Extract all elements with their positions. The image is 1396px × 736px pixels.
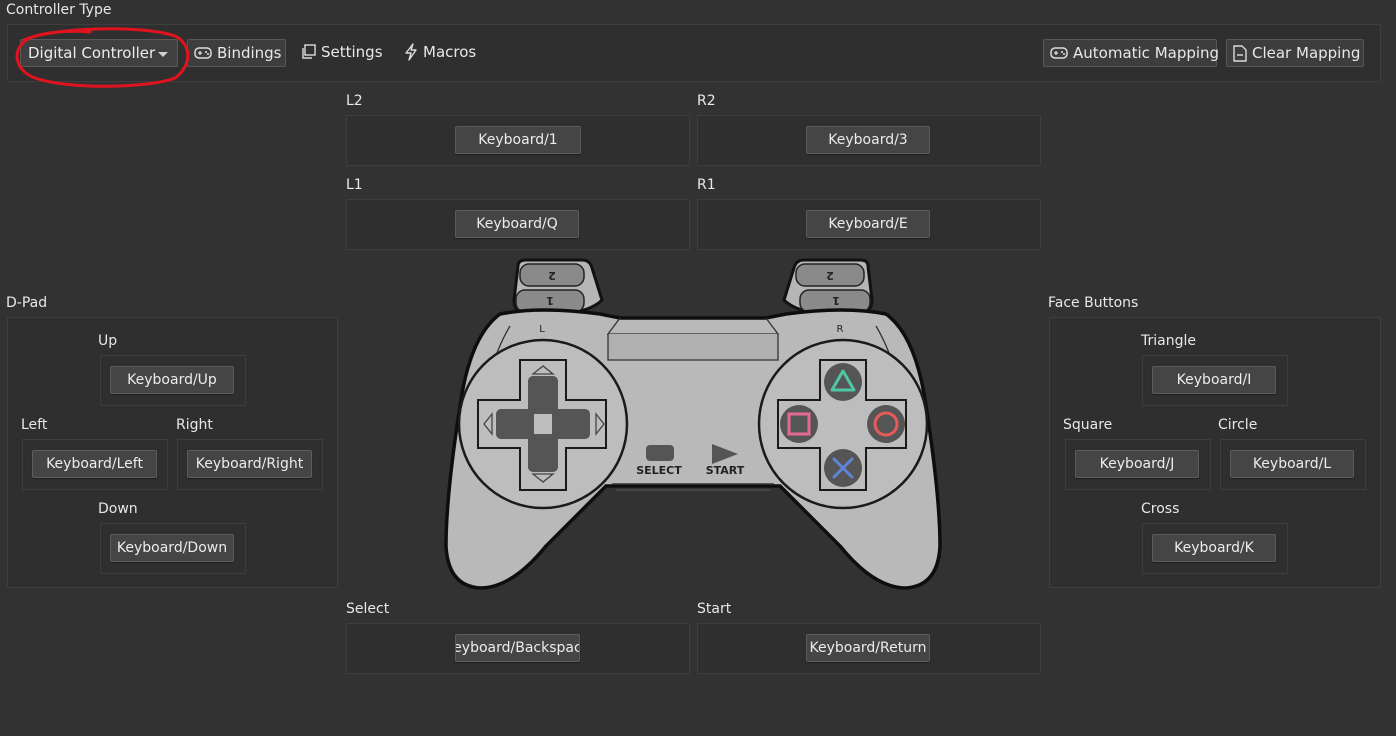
dpad-left-label: Left (21, 417, 48, 433)
dpad-up-button[interactable]: Keyboard/Up (110, 366, 234, 394)
automatic-mapping-label: Automatic Mapping (1073, 44, 1220, 62)
chevron-down-icon (158, 52, 168, 57)
select-binding-button[interactable]: Keyboard/Backspace (455, 634, 580, 662)
r1-trigger-text: 1 (832, 294, 840, 307)
macros-label: Macros (423, 43, 477, 61)
l-body-text: L (539, 324, 545, 335)
r2-label: R2 (697, 93, 716, 109)
annotation-circle (15, 27, 190, 88)
clear-mapping-label: Clear Mapping (1252, 44, 1361, 62)
lightning-icon (404, 43, 418, 61)
select-graphic (646, 445, 674, 461)
gamepad-icon (194, 46, 212, 60)
l1-binding-button[interactable]: Keyboard/Q (455, 210, 579, 238)
dpad-graphic (477, 359, 607, 491)
circle-label: Circle (1218, 417, 1258, 433)
controller-image: 2 1 2 1 L R SEL (444, 258, 942, 590)
start-binding-button[interactable]: Keyboard/Return (806, 634, 930, 662)
dpad-down-button[interactable]: Keyboard/Down (110, 534, 234, 562)
settings-label: Settings (321, 43, 383, 61)
r1-label: R1 (697, 177, 716, 193)
dpad-left-button[interactable]: Keyboard/Left (32, 450, 157, 478)
settings-button[interactable]: Settings (294, 38, 389, 66)
automatic-mapping-button[interactable]: Automatic Mapping (1043, 39, 1220, 67)
r2-trigger-text: 2 (826, 269, 834, 282)
dpad-up-label: Up (98, 333, 118, 349)
start-label: Start (697, 601, 732, 617)
dpad-right-button[interactable]: Keyboard/Right (187, 450, 312, 478)
l2-label: L2 (346, 93, 363, 109)
select-graphic-text: SELECT (636, 464, 682, 477)
dpad-right-label: Right (176, 417, 213, 433)
triangle-label: Triangle (1141, 333, 1196, 349)
l1-trigger-text: 1 (546, 294, 554, 307)
circle-button[interactable]: Keyboard/L (1230, 450, 1354, 478)
dpad-down-label: Down (98, 501, 138, 517)
cross-button[interactable]: Keyboard/K (1152, 534, 1276, 562)
macros-button[interactable]: Macros (398, 38, 482, 66)
l-triggers: 2 1 (512, 258, 604, 316)
document-minus-icon (1233, 44, 1247, 62)
clear-mapping-button[interactable]: Clear Mapping (1226, 39, 1364, 67)
bindings-button[interactable]: Bindings (187, 39, 286, 67)
controller-type-dropdown[interactable]: Digital Controller (20, 39, 178, 67)
face-buttons-title: Face Buttons (1048, 295, 1139, 311)
triangle-button[interactable]: Keyboard/I (1152, 366, 1276, 394)
cross-label: Cross (1141, 501, 1180, 517)
select-binding-text: Keyboard/Backspace (456, 640, 579, 656)
copy-icon (300, 44, 316, 60)
dpad-title: D-Pad (6, 295, 48, 311)
r1-binding-button[interactable]: Keyboard/E (806, 210, 930, 238)
bindings-label: Bindings (217, 44, 282, 62)
l2-binding-button[interactable]: Keyboard/1 (455, 126, 581, 154)
face-buttons-graphic (780, 363, 905, 487)
r2-binding-button[interactable]: Keyboard/3 (806, 126, 930, 154)
r-body-text: R (837, 324, 844, 335)
square-label: Square (1063, 417, 1113, 433)
controller-type-value: Digital Controller (28, 44, 156, 62)
start-graphic-text: START (706, 464, 745, 477)
select-label: Select (346, 601, 390, 617)
gamepad-icon (1050, 46, 1068, 60)
square-button[interactable]: Keyboard/J (1075, 450, 1199, 478)
start-graphic (712, 444, 738, 464)
l1-label: L1 (346, 177, 363, 193)
l2-trigger-text: 2 (548, 269, 556, 282)
controller-type-title: Controller Type (6, 2, 112, 18)
r-triggers: 2 1 (782, 258, 874, 316)
